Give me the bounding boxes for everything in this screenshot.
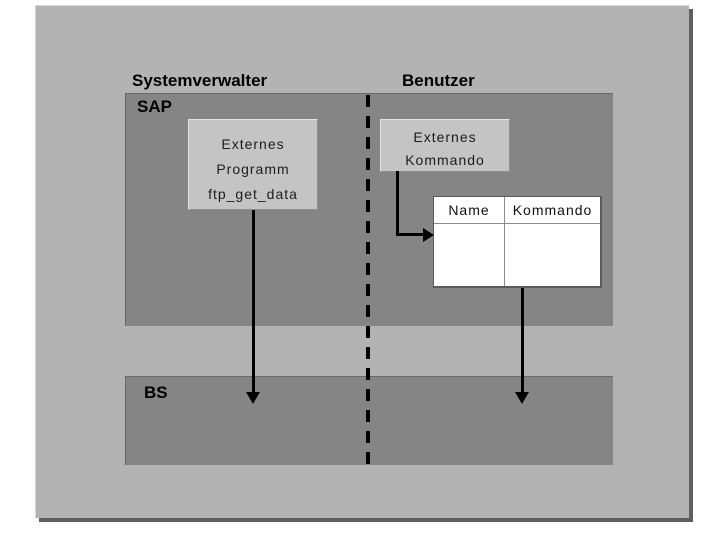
arrow-command-to-table-head xyxy=(423,228,434,242)
external-program-box: Externes Programm ftp_get_data xyxy=(188,119,318,210)
arrow-program-to-bs-line xyxy=(252,210,255,394)
command-table: Name Kommando xyxy=(433,196,602,288)
table-header-name: Name xyxy=(434,197,505,223)
table-cell-kommando xyxy=(505,224,600,286)
arrow-table-to-bs-head xyxy=(515,392,529,404)
arrow-command-to-table-hline xyxy=(396,233,423,236)
arrow-program-to-bs-head xyxy=(246,392,260,404)
table-cell-name xyxy=(434,224,505,286)
column-heading-systemverwalter: Systemverwalter xyxy=(132,71,268,90)
arrow-command-to-table-vline xyxy=(396,171,399,235)
external-command-box-line1: Externes xyxy=(413,129,477,145)
external-program-box-line3: ftp_get_data xyxy=(208,186,298,202)
bs-layer-label: BS xyxy=(144,383,168,402)
external-command-box: Externes Kommando xyxy=(380,119,510,172)
external-program-box-line1: Externes xyxy=(221,136,285,152)
command-table-header-row: Name Kommando xyxy=(434,197,600,224)
external-command-box-line2: Kommando xyxy=(405,152,485,168)
sap-layer-label: SAP xyxy=(137,97,172,116)
column-separator-dashed-line xyxy=(366,95,370,465)
column-heading-benutzer: Benutzer xyxy=(402,71,475,90)
command-table-body-row xyxy=(434,224,600,286)
arrow-table-to-bs-line xyxy=(521,288,524,393)
table-header-kommando: Kommando xyxy=(512,202,593,218)
external-program-box-line2: Programm xyxy=(216,161,290,177)
